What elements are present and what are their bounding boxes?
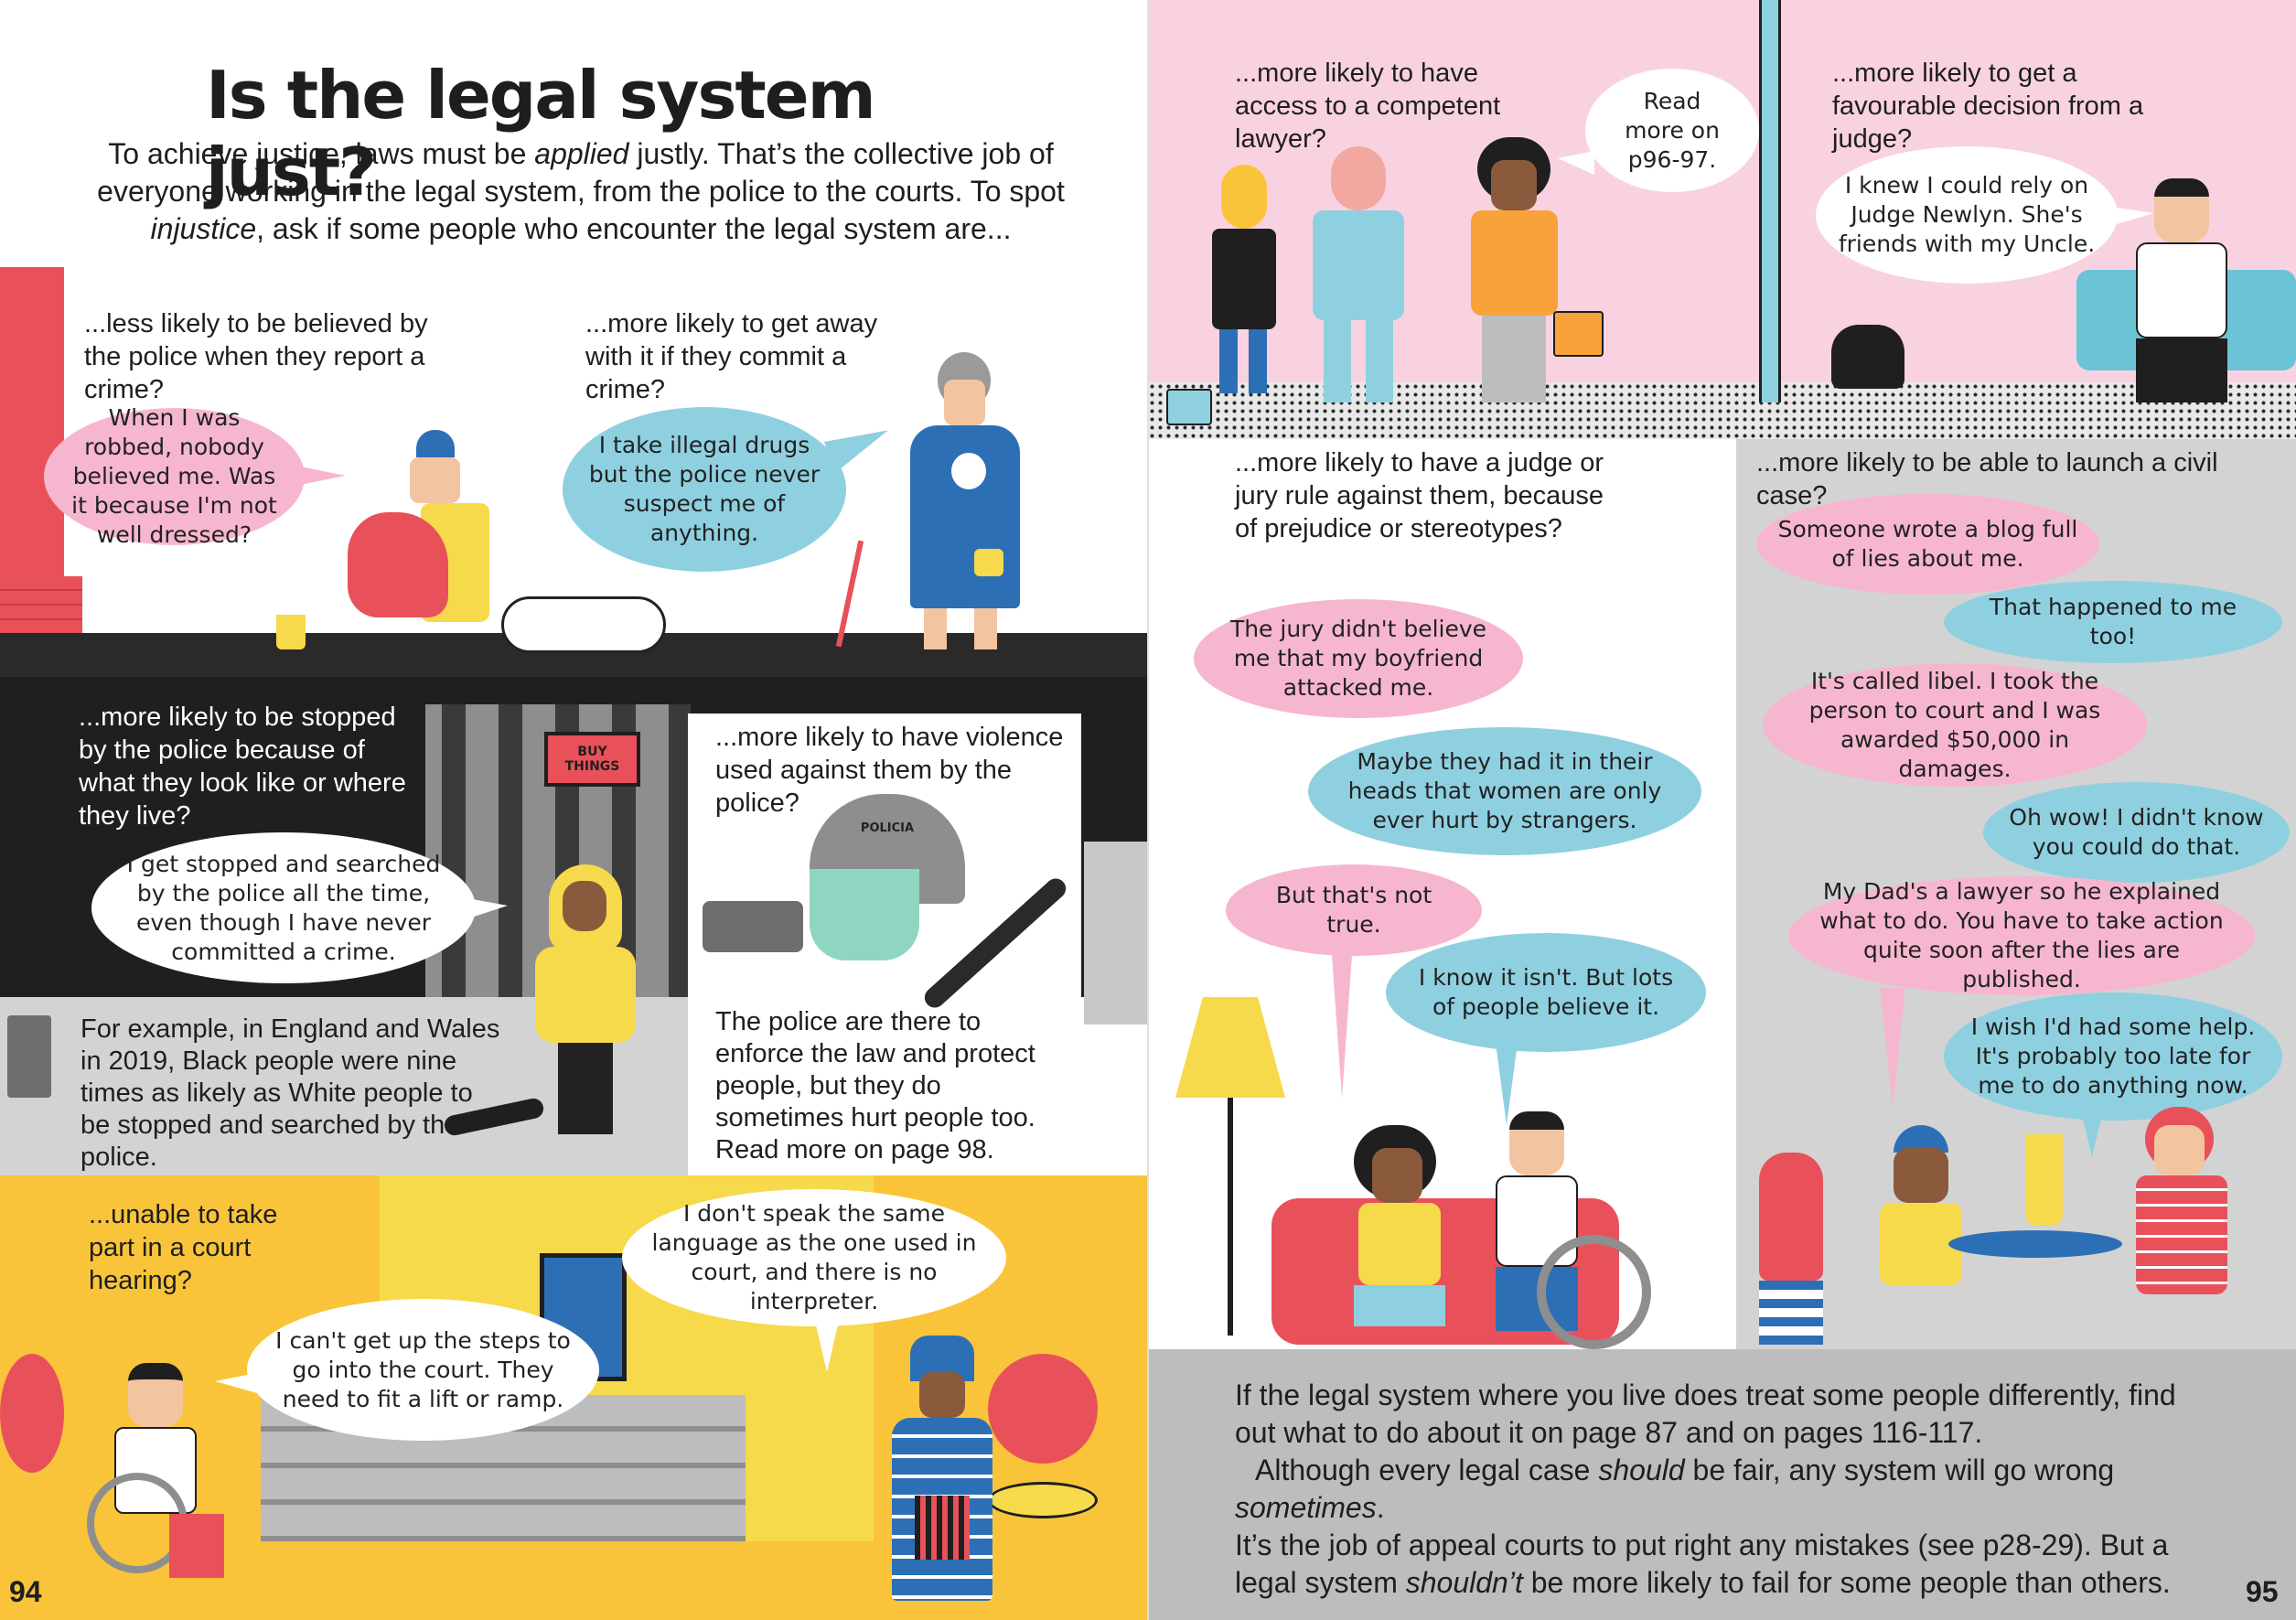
old-woman-figure: [896, 352, 1034, 654]
wheelchair-user-figure: [87, 1363, 233, 1592]
conclusion-panel: [1148, 1349, 2296, 1620]
woman-patterned-dress-figure: [878, 1336, 1006, 1610]
floor-lamp: [1175, 997, 1285, 1098]
background-building-right: [1084, 842, 1148, 1025]
bubble-tail: [1880, 988, 1905, 1107]
walking-cane: [835, 540, 864, 648]
red-tree-right: [988, 1354, 1098, 1464]
page-gutter: [1147, 0, 1149, 1620]
bubble-tail: [1496, 1043, 1518, 1125]
briefcase-blue: [1166, 389, 1212, 425]
bubble-tail: [215, 1372, 261, 1394]
speech-bubble-maybe: Maybe they had it in their heads that wo…: [1308, 727, 1701, 855]
cafe-table: [1948, 1230, 2122, 1258]
lamp-pole: [1228, 1098, 1233, 1336]
speech-bubble-stopped: I get stopped and searched by the police…: [91, 832, 476, 983]
speech-bubble-robbed: When I was robbed, nobody believed me. W…: [44, 404, 305, 548]
bubble-tail: [457, 896, 508, 922]
speech-bubble-libel: It's called libel. I took the person to …: [1763, 663, 2147, 787]
left-page: Is the legal system just? To achieve jus…: [0, 57, 1148, 1620]
bubble-tail: [2081, 1111, 2103, 1157]
billboard: BUY THINGS: [544, 732, 640, 787]
police-text: The police are there to enforce the law …: [715, 1007, 1035, 1164]
lawyer-man-figure: [1304, 146, 1413, 402]
question-stopped: ...more likely to be stopped by the poli…: [79, 703, 406, 831]
woman-orange-suit-figure: [1464, 137, 1564, 402]
speech-bubble-ohwow: Oh wow! I didn't know you could do that.: [1983, 782, 2290, 883]
speech-bubble-dad: My Dad's a lawyer so he explained what t…: [1788, 876, 2255, 995]
page-number-left: 94: [9, 1575, 42, 1608]
red-steps: [0, 576, 82, 633]
bubble-tail: [823, 420, 896, 473]
bubble-tail: [1331, 942, 1353, 1098]
red-tree-left: [0, 1354, 64, 1473]
question-getaway: ...more likely to get away with it if th…: [585, 309, 878, 404]
wheelchair: [1537, 1235, 1651, 1349]
example-text: For example, in England and Wales in 201…: [80, 1014, 500, 1172]
speech-bubble-nottrue: But that's not true.: [1226, 864, 1482, 956]
intro-paragraph: To achieve justice, laws must be applied…: [97, 137, 1065, 245]
potted-plant: [1759, 1153, 1823, 1281]
blonde-woman-figure: [1203, 165, 1285, 393]
hoodie-person-figure: [512, 864, 659, 1139]
homeless-person-figure: [348, 430, 512, 649]
speech-bubble-readmore: Read more on p96-97.: [1585, 69, 1759, 192]
right-page: ...more likely to have access to a compe…: [1148, 0, 2296, 1620]
conclusion-text: If the legal system where you live does …: [1235, 1379, 2176, 1599]
page-number-right: 95: [2246, 1575, 2279, 1608]
speech-bubble-judge: I knew I could rely on Judge Newlyn. She…: [1816, 146, 2118, 284]
striped-pot: [1759, 1281, 1823, 1345]
bubble-tail: [291, 465, 346, 487]
flower-vase: [2026, 1134, 2063, 1226]
question-court: ...unable to take part in a court hearin…: [89, 1200, 278, 1295]
question-believed: ...less likely to be believed by the pol…: [84, 309, 428, 404]
red-haired-woman-figure: [2122, 1107, 2241, 1336]
cup: [276, 615, 306, 649]
taser-icon: [703, 901, 803, 952]
bearded-man-figure: [1871, 1125, 1971, 1326]
question-violence: ...more likely to have violence used aga…: [715, 723, 1064, 818]
speech-bubble-steps: I can't get up the steps to go into the …: [247, 1299, 599, 1441]
bubble-tail: [1558, 151, 1594, 175]
visor: [810, 869, 919, 960]
tree-planter: [988, 1482, 1098, 1518]
dog-figure: [501, 596, 666, 653]
bin: [7, 1015, 51, 1098]
speech-bubble-language: I don't speak the same language as the o…: [622, 1189, 1006, 1326]
drainpipe: [1759, 0, 1781, 402]
page-title: Is the legal system just?: [206, 57, 876, 210]
black-cat-figure: [1831, 325, 1904, 389]
speech-bubble-drugs: I take illegal drugs but the police neve…: [563, 407, 846, 572]
question-prejudice: ...more likely to have a judge or jury r…: [1235, 448, 1604, 543]
bubble-tail: [2104, 206, 2154, 228]
question-lawyer: ...more likely to have access to a compe…: [1235, 59, 1501, 154]
bubble-tail: [814, 1317, 840, 1372]
speech-bubble-blog: Someone wrote a blog full of lies about …: [1756, 494, 2099, 595]
speech-bubble-iknow: I know it isn't. But lots of people beli…: [1386, 933, 1706, 1052]
question-civil: ...more likely to be able to launch a ci…: [1756, 448, 2218, 510]
judge-man-figure: [2127, 178, 2237, 402]
speech-bubble-metoo: That happened to me too!: [1944, 581, 2282, 663]
speech-bubble-jury: The jury didn't believe me that my boyfr…: [1194, 599, 1523, 718]
speech-bubble-wish: I wish I'd had some help. It's probably …: [1944, 992, 2282, 1121]
question-judge: ...more likely to get a favourable decis…: [1832, 59, 2144, 154]
woman-yellow-top-figure: [1345, 1125, 1454, 1354]
briefcase-orange: [1553, 311, 1604, 357]
